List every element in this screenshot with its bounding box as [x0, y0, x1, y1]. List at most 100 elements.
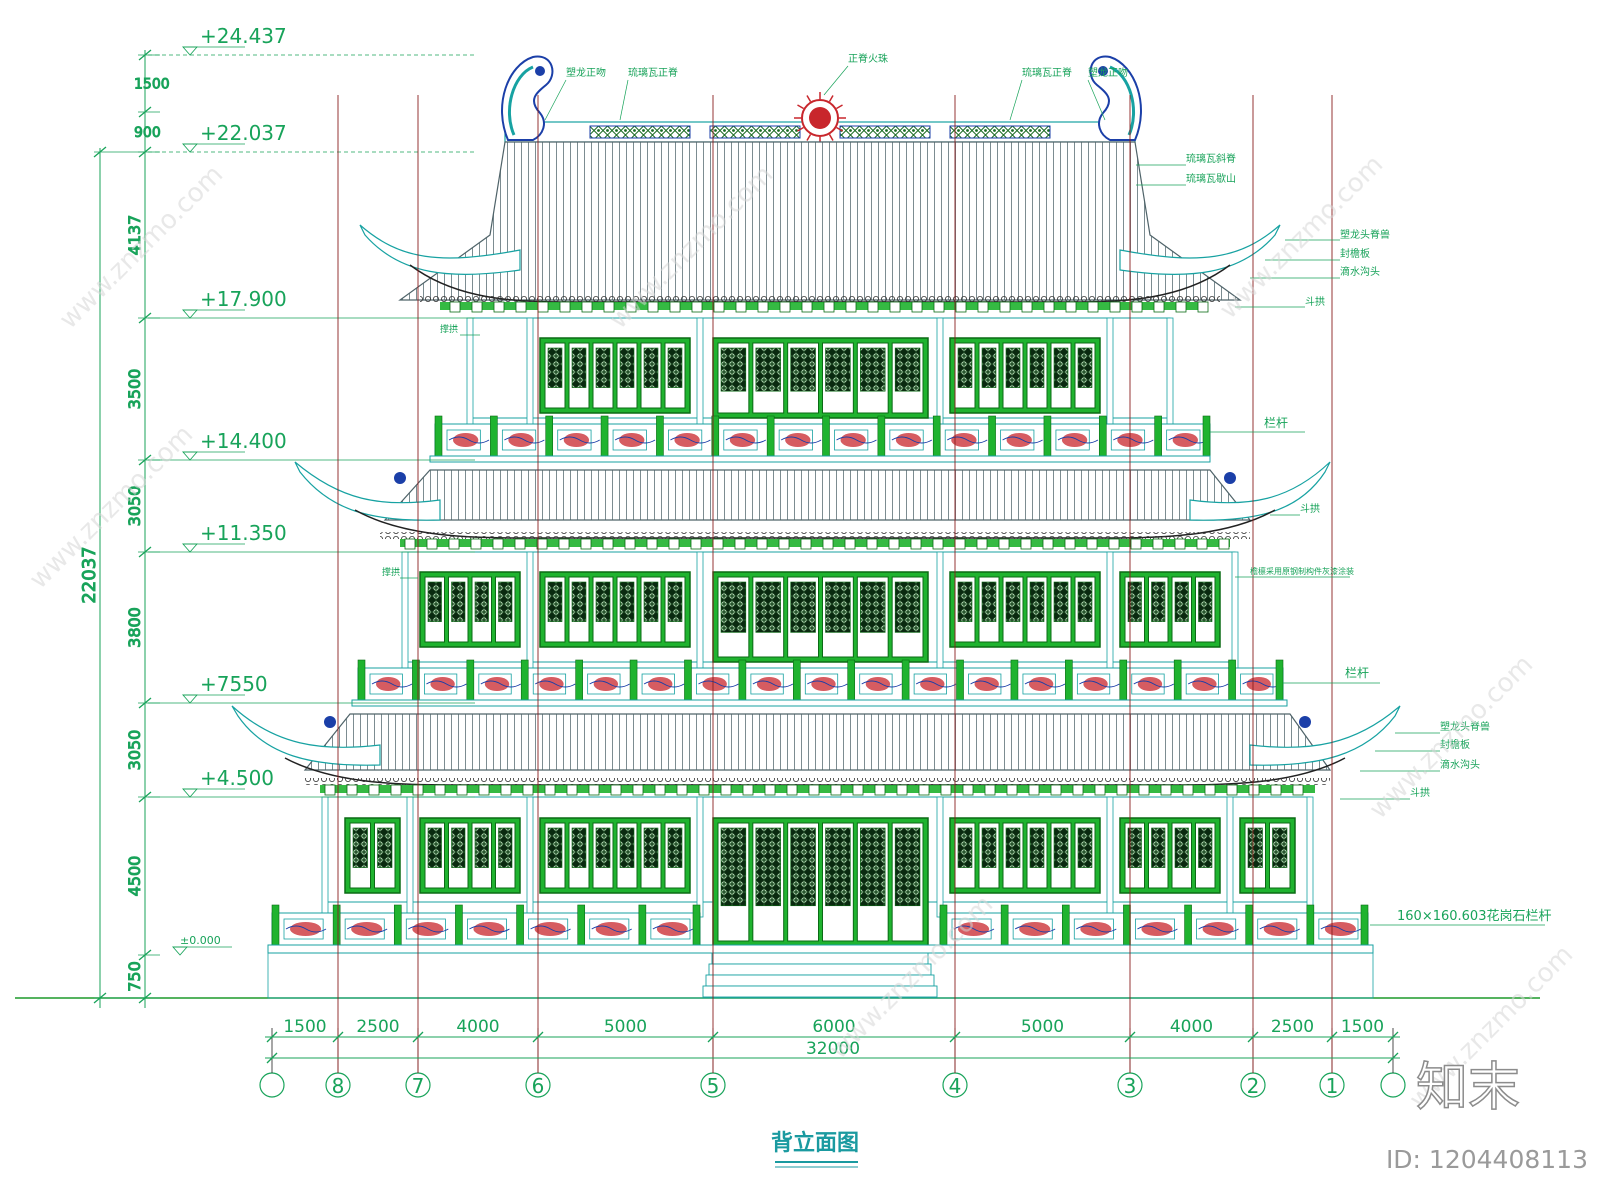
floor3-railing-carving	[453, 433, 479, 447]
lower-bracket	[896, 784, 908, 796]
floor3-door-center-lattice	[720, 347, 747, 392]
horizontal-dim-label: 5000	[1021, 1017, 1064, 1037]
floor2-railing-post	[1010, 659, 1019, 701]
floor3-window-right-lattice	[1029, 347, 1045, 388]
hdim-tick	[412, 1031, 424, 1043]
lower-ridge-beast-left	[324, 716, 336, 728]
middle-bracket	[536, 538, 548, 550]
floor2-railing-carving	[702, 677, 727, 691]
top-bracket	[845, 301, 857, 313]
floor3-door-center-lattice	[860, 347, 886, 392]
lower-bracket	[1094, 784, 1106, 796]
annotation-right-2: 琉璃瓦歇山	[1186, 172, 1236, 185]
floor1-railing-left-post-end	[692, 904, 701, 946]
top-bracket	[493, 301, 505, 313]
floor3-window-left-lattice	[619, 347, 635, 388]
vertical-dim-label: 3800	[125, 607, 144, 648]
top-bracket	[889, 301, 901, 313]
floor1-railing-right-carving-line	[1137, 925, 1178, 933]
level-triangle	[182, 309, 198, 319]
floor1-window-3-lattice	[643, 827, 659, 868]
floor2-railing-post	[684, 659, 692, 701]
lower-bracket	[874, 784, 886, 796]
floor2-door-center	[712, 571, 929, 663]
horizontal-dim-label: 2500	[1271, 1017, 1314, 1037]
middle-bracket	[1064, 538, 1076, 550]
lower-eave-right	[1249, 705, 1401, 766]
floor3-window-right-lattice	[1053, 347, 1069, 388]
lower-bracket	[346, 784, 358, 796]
floor2-window-4-lattice	[1077, 581, 1093, 622]
floor3-window-left-lattice	[571, 347, 587, 388]
floor2-window-2-lattice	[619, 581, 635, 622]
middle-bracket	[756, 538, 768, 550]
floor3-railing-carving-line	[946, 436, 988, 444]
middle-bracket	[822, 538, 834, 550]
dragon-ornament	[1089, 55, 1142, 141]
watermark: www.znzmo.com	[1364, 650, 1539, 825]
floor2-window-1-lattice	[451, 581, 466, 622]
floor1-window-1-lattice	[377, 827, 393, 868]
floor2-railing-carving	[539, 677, 564, 691]
floor1-window-6-lattice	[1198, 827, 1213, 868]
lower-bracket	[1292, 784, 1304, 796]
floor3-platform	[429, 455, 1211, 463]
top-bracket	[1043, 301, 1055, 313]
hdim-total-tick	[1387, 1052, 1399, 1064]
floor1-base	[267, 944, 1374, 954]
fire-pearl-flame	[836, 126, 843, 132]
floor2-window-4	[949, 571, 1101, 648]
floor3-railing-post	[1154, 415, 1162, 457]
floor1-window-5-lattice	[1029, 827, 1045, 868]
top-bracket	[757, 301, 769, 313]
hdim-tick	[707, 1031, 719, 1043]
floor1-door-center-lattice	[860, 827, 886, 907]
level-marks: +24.437+22.037+17.900+14.400+11.350+7550…	[148, 24, 475, 956]
floor1-railing-left-carving-line	[652, 925, 694, 933]
lower-bracket	[588, 784, 600, 796]
fire-pearl-center	[809, 107, 831, 129]
floor1-railing-right-carving-line	[1014, 925, 1056, 933]
hdim-tick	[1247, 1031, 1259, 1043]
annotation-leader	[619, 79, 629, 121]
floor3-railing-carving-line	[1057, 436, 1099, 444]
floor2-railing-carving	[1137, 677, 1163, 691]
floor3-door-center	[712, 337, 929, 419]
building-elevation	[231, 55, 1401, 999]
total-width-label: 32000	[806, 1039, 860, 1059]
floor1-window-5-lattice	[1005, 827, 1021, 868]
lower-bracket	[1226, 784, 1238, 796]
floor2-railing-carving-line	[698, 680, 739, 688]
floor1-window-7-lattice	[1272, 827, 1288, 868]
floor2-window-1-lattice	[427, 581, 442, 622]
brand-logo: 知末	[1416, 1058, 1520, 1118]
vertical-dim-label: 4137	[125, 215, 144, 256]
floor1-window-3-lattice	[571, 827, 587, 868]
dragon-eye	[1098, 66, 1108, 76]
floor2-window-4-lattice	[1053, 581, 1069, 622]
hdim-tick	[1387, 1031, 1399, 1043]
floor3-window-right-lattice	[981, 347, 997, 388]
annotation-leader	[544, 79, 567, 121]
floor2-railing-carving-line	[970, 680, 1011, 688]
middle-bracket	[1020, 538, 1032, 550]
floor1-railing-right-post	[1245, 904, 1254, 946]
floor3-railing-carving-line	[504, 436, 545, 444]
middle-ridge-beast-left	[394, 472, 406, 484]
floor2-window-4-lattice	[957, 581, 973, 622]
lower-bracket	[984, 784, 996, 796]
floor3-railing-post	[766, 415, 775, 457]
floor3-railing-carving	[619, 433, 645, 447]
lower-bracket	[962, 784, 974, 796]
floor3-railing-carving	[1061, 433, 1088, 447]
lower-bracket	[1182, 784, 1194, 796]
floor2-door-center-lattice	[755, 581, 781, 633]
lower-bracket	[852, 784, 864, 796]
floor3-railing-carving	[895, 433, 922, 447]
middle-bracket	[470, 538, 482, 550]
floor3-railing-carving	[508, 433, 534, 447]
floor2-railing-carving	[430, 677, 455, 691]
floor1-door-center	[712, 817, 929, 947]
top-bracket	[779, 301, 791, 313]
